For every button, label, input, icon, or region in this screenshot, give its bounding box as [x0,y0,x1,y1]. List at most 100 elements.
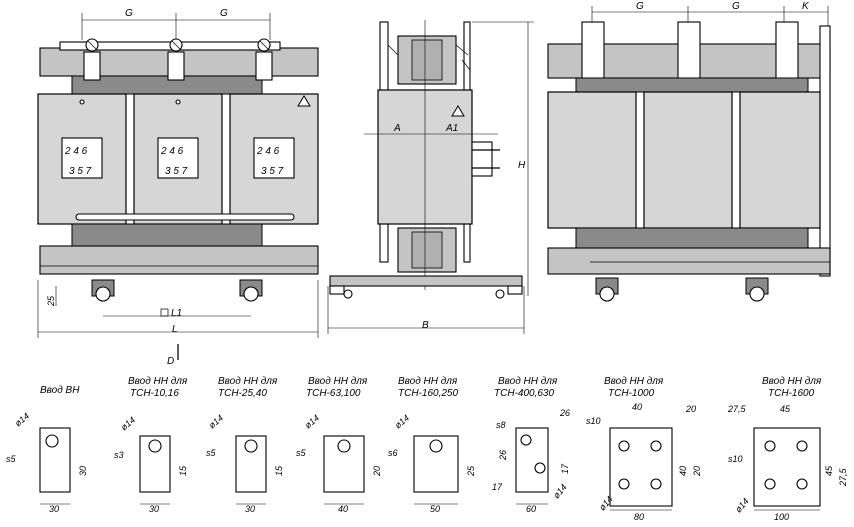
dim-height: 25 [466,465,476,477]
bolt-hole-icon [764,478,776,490]
tap-bottom: 3 5 7 [69,166,92,177]
terminal-lv-63-100: Ввод НН для ТСН-63,100 ø14 s5 20 40 [296,376,382,514]
dim-thk: s10 [728,454,743,464]
dim-thk: s5 [6,454,17,464]
dim-width: 30 [245,504,255,514]
terminal-lv-10-16: Ввод НН для ТСН-10,16 ø14 s3 15 30 [114,376,188,514]
dim-thk: s5 [296,448,307,458]
bolt-hole-icon [618,478,630,490]
hazard-icon [451,105,465,117]
dim-thk: s5 [206,448,217,458]
dim-right2: 20 [692,466,702,477]
wheel-icon [243,286,259,302]
terminal-lv-1600: Ввод НН для ТСН-1600 27,5 45 s10 45 27,5… [727,376,848,522]
dim-top0: 27,5 [727,404,747,414]
dim-hole: ø14 [207,413,225,431]
bolt-hole-icon [534,462,546,474]
dim-hole: ø14 [119,415,137,433]
terminal-lv-25-40: Ввод НН для ТСН-25,40 ø14 s5 15 30 [206,376,284,514]
bolt-hole-icon [148,439,162,453]
dim-height: 15 [274,465,284,476]
front-dim-g-right: G [220,8,228,19]
dim-height: 15 [178,465,188,476]
side-view: A A1 H B [327,20,534,334]
bolt-hole-icon [244,439,258,453]
wheel-icon [343,289,353,299]
terminal-title: Ввод ВН [40,385,80,396]
terminal-lv-400-630: Ввод НН для ТСН-400,630 s8 26 26 17 17 ø… [492,376,570,514]
dim-thk: s10 [586,416,601,426]
dim-right2: 27,5 [838,467,848,487]
bolt-hole-icon [796,440,808,452]
side-dim-h: H [518,160,526,171]
bolt-hole-icon [618,440,630,452]
terminal-lv-1000: Ввод НН для ТСН-1000 s10 40 20 40 20 ø14… [586,376,702,522]
terminal-subtitle: ТСН-160,250 [398,388,458,399]
dim-width: 30 [149,504,159,514]
dim-thk: s6 [388,448,398,458]
terminal-title: Ввод НН для [498,376,558,387]
terminal-subtitle: ТСН-63,100 [306,388,361,399]
dim-hole: ø14 [13,411,31,429]
wheel-icon [495,289,505,299]
terminal-title: Ввод НН для [604,376,664,387]
side-dim-a1: A1 [445,123,458,134]
terminal-title: Ввод НН для [128,376,188,387]
dim-width: 50 [430,504,440,514]
bolt-hole-icon [650,478,662,490]
dim-top1: 45 [780,404,791,414]
terminal-subtitle: ТСН-400,630 [494,388,554,399]
bolt-hole-icon [429,439,443,453]
front-dim-l1: L1 [171,308,182,319]
rear-dim-k: K [802,1,810,12]
dim-left1: 26 [498,450,508,461]
terminal-lv-160-250: Ввод НН для ТСН-160,250 ø14 s6 25 50 [388,376,476,514]
terminal-title: Ввод НН для [398,376,458,387]
tap-bottom: 3 5 7 [165,166,188,177]
front-dim-l: L [172,324,178,335]
dim-width: 40 [338,504,348,514]
dim-top: 26 [559,408,570,418]
dim-height: 20 [372,466,382,477]
terminal-subtitle: ТСН-10,16 [130,388,179,399]
dim-right: 17 [560,463,570,474]
dim-hole: ø14 [393,413,411,431]
front-view: G G 2 4 6 3 5 7 2 4 6 3 5 [37,8,319,367]
dim-width: 60 [526,504,536,514]
tap-panel: 2 4 6 3 5 7 [61,137,103,179]
terminal-details: Ввод ВН ø14 s5 30 30 Ввод НН для ТСН-10,… [6,376,848,522]
side-dim-a: A [393,123,401,134]
dim-right1: 45 [824,465,834,476]
terminal-subtitle: ТСН-1600 [768,388,815,399]
bolt-hole-icon [650,440,662,452]
tap-panel: 2 4 6 3 5 7 [157,137,199,179]
dim-thk: s8 [496,420,506,430]
front-dim-25: 25 [46,295,56,307]
dim-top2: 20 [685,404,696,414]
dim-hole: ø14 [551,482,569,500]
terminal-subtitle: ТСН-1000 [608,388,655,399]
bolt-hole-icon [796,478,808,490]
rear-dim-g1: G [636,1,644,12]
dim-width: 80 [634,512,644,522]
bolt-hole-icon [520,434,532,446]
tap-top: 2 4 6 [256,146,280,157]
rear-view: G G K [547,1,831,302]
tap-top: 2 4 6 [64,146,88,157]
wheel-icon [599,286,615,302]
section-mark-d: D [167,356,174,367]
terminal-title: Ввод НН для [308,376,368,387]
terminal-title: Ввод НН для [762,376,822,387]
tap-top: 2 4 6 [160,146,184,157]
side-dim-b: B [422,320,429,331]
terminal-title: Ввод НН для [218,376,278,387]
tap-bottom: 3 5 7 [261,166,284,177]
dim-height: 30 [78,466,88,476]
terminal-subtitle: ТСН-25,40 [218,388,267,399]
dim-top1: 40 [632,402,642,412]
front-dim-g-left: G [125,8,133,19]
wheel-icon [95,286,111,302]
terminal-hv: Ввод ВН ø14 s5 30 30 [6,385,88,514]
tap-panel: 2 4 6 3 5 7 [253,137,295,179]
